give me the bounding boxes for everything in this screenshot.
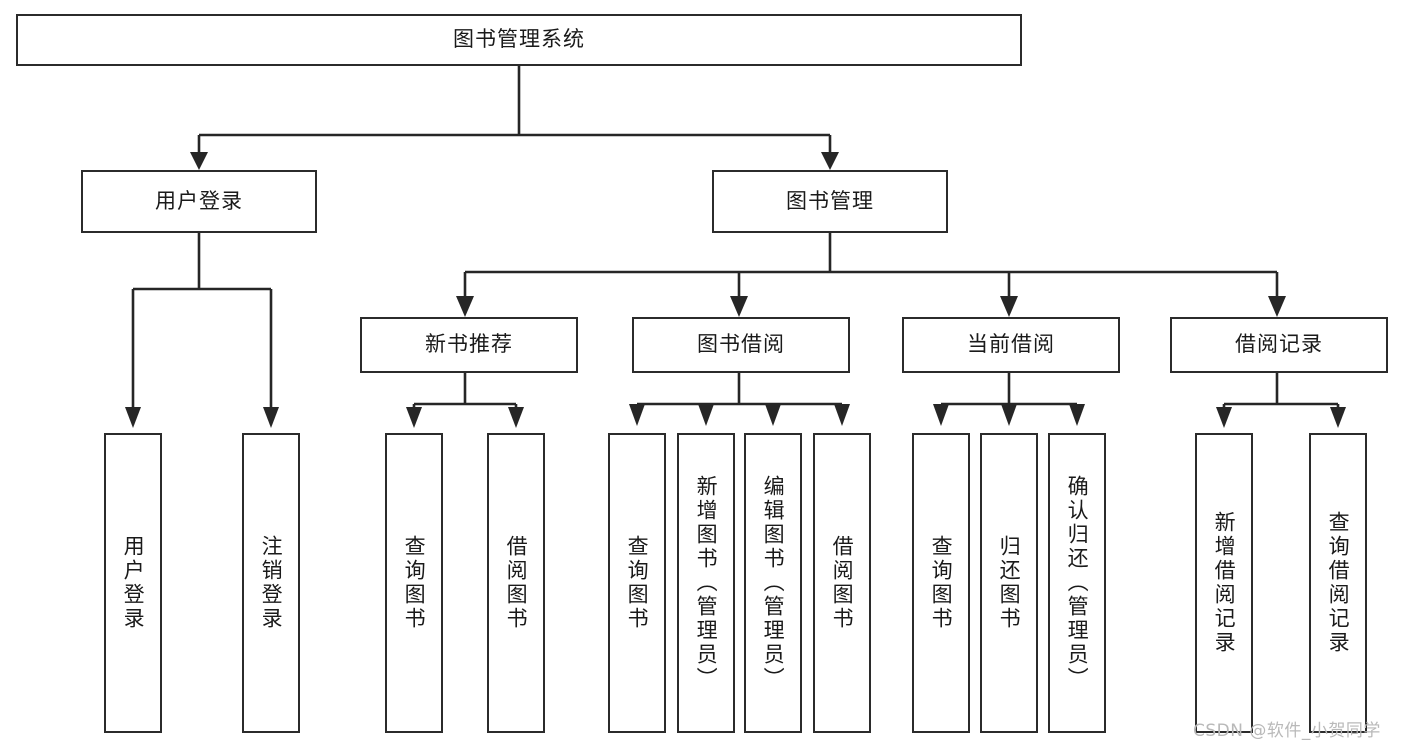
node-root-label: 图书管理系统: [453, 27, 585, 52]
arrowhead-user-login: [190, 152, 208, 170]
node-leaf-query-book-1-label: 查询图书: [402, 535, 427, 631]
node-leaf-borrow-book-1-label: 借阅图书: [504, 535, 529, 631]
arrowhead-leaf-query-book-2: [629, 404, 645, 426]
node-leaf-add-book-label: 新增图书（管理员）: [694, 475, 719, 691]
node-leaf-borrow-book-2[interactable]: 借阅图书: [813, 433, 871, 733]
node-leaf-edit-book[interactable]: 编辑图书（管理员）: [744, 433, 802, 733]
arrowhead-leaf-query-book-3: [933, 404, 949, 426]
node-user-login-label: 用户登录: [155, 188, 243, 213]
arrowhead-leaf-add-book: [698, 404, 714, 426]
node-leaf-query-record[interactable]: 查询借阅记录: [1309, 433, 1367, 733]
arrowhead-new-book-rec: [456, 296, 474, 317]
node-leaf-logout-label: 注销登录: [259, 535, 284, 631]
node-leaf-borrow-book-1[interactable]: 借阅图书: [487, 433, 545, 733]
arrowhead-current-borrow: [1000, 296, 1018, 317]
node-borrow-record-label: 借阅记录: [1235, 332, 1323, 357]
node-leaf-logout[interactable]: 注销登录: [242, 433, 300, 733]
node-leaf-query-book-3[interactable]: 查询图书: [912, 433, 970, 733]
node-leaf-edit-book-label: 编辑图书（管理员）: [761, 475, 786, 691]
arrowhead-leaf-add-record: [1216, 407, 1232, 428]
node-leaf-add-record-label: 新增借阅记录: [1212, 511, 1237, 655]
node-leaf-add-book[interactable]: 新增图书（管理员）: [677, 433, 735, 733]
arrowhead-leaf-query-record: [1330, 407, 1346, 428]
node-leaf-confirm-return[interactable]: 确认归还（管理员）: [1048, 433, 1106, 733]
node-leaf-query-book-2-label: 查询图书: [625, 535, 650, 631]
node-current-borrow[interactable]: 当前借阅: [902, 317, 1120, 373]
node-user-login[interactable]: 用户登录: [81, 170, 317, 233]
node-book-borrow[interactable]: 图书借阅: [632, 317, 850, 373]
node-leaf-user-login[interactable]: 用户登录: [104, 433, 162, 733]
node-current-borrow-label: 当前借阅: [967, 332, 1055, 357]
arrowhead-book-borrow: [730, 296, 748, 317]
arrowhead-leaf-return-book: [1001, 404, 1017, 426]
node-leaf-add-record[interactable]: 新增借阅记录: [1195, 433, 1253, 733]
node-leaf-query-book-1[interactable]: 查询图书: [385, 433, 443, 733]
arrowhead-leaf-borrow-book-2: [834, 404, 850, 426]
node-leaf-return-book[interactable]: 归还图书: [980, 433, 1038, 733]
node-leaf-query-record-label: 查询借阅记录: [1326, 511, 1351, 655]
arrowhead-borrow-record: [1268, 296, 1286, 317]
node-book-manage-label: 图书管理: [786, 188, 874, 213]
node-leaf-borrow-book-2-label: 借阅图书: [830, 535, 855, 631]
arrowhead-leaf-edit-book: [765, 404, 781, 426]
node-leaf-user-login-label: 用户登录: [121, 535, 146, 631]
node-leaf-confirm-return-label: 确认归还（管理员）: [1065, 475, 1090, 691]
node-leaf-query-book-2[interactable]: 查询图书: [608, 433, 666, 733]
node-root[interactable]: 图书管理系统: [16, 14, 1022, 66]
arrowhead-book-manage: [821, 152, 839, 170]
arrowhead-leaf-confirm-return: [1069, 404, 1085, 426]
node-new-book-rec[interactable]: 新书推荐: [360, 317, 578, 373]
node-borrow-record[interactable]: 借阅记录: [1170, 317, 1388, 373]
node-new-book-rec-label: 新书推荐: [425, 332, 513, 357]
arrowhead-leaf-borrow-book-1: [508, 407, 524, 428]
node-leaf-query-book-3-label: 查询图书: [929, 535, 954, 631]
arrowhead-leaf-query-book-1: [406, 407, 422, 428]
node-book-manage[interactable]: 图书管理: [712, 170, 948, 233]
arrowhead-leaf-user-login: [125, 407, 141, 428]
arrowhead-leaf-logout: [263, 407, 279, 428]
node-leaf-return-book-label: 归还图书: [997, 535, 1022, 631]
node-book-borrow-label: 图书借阅: [697, 332, 785, 357]
